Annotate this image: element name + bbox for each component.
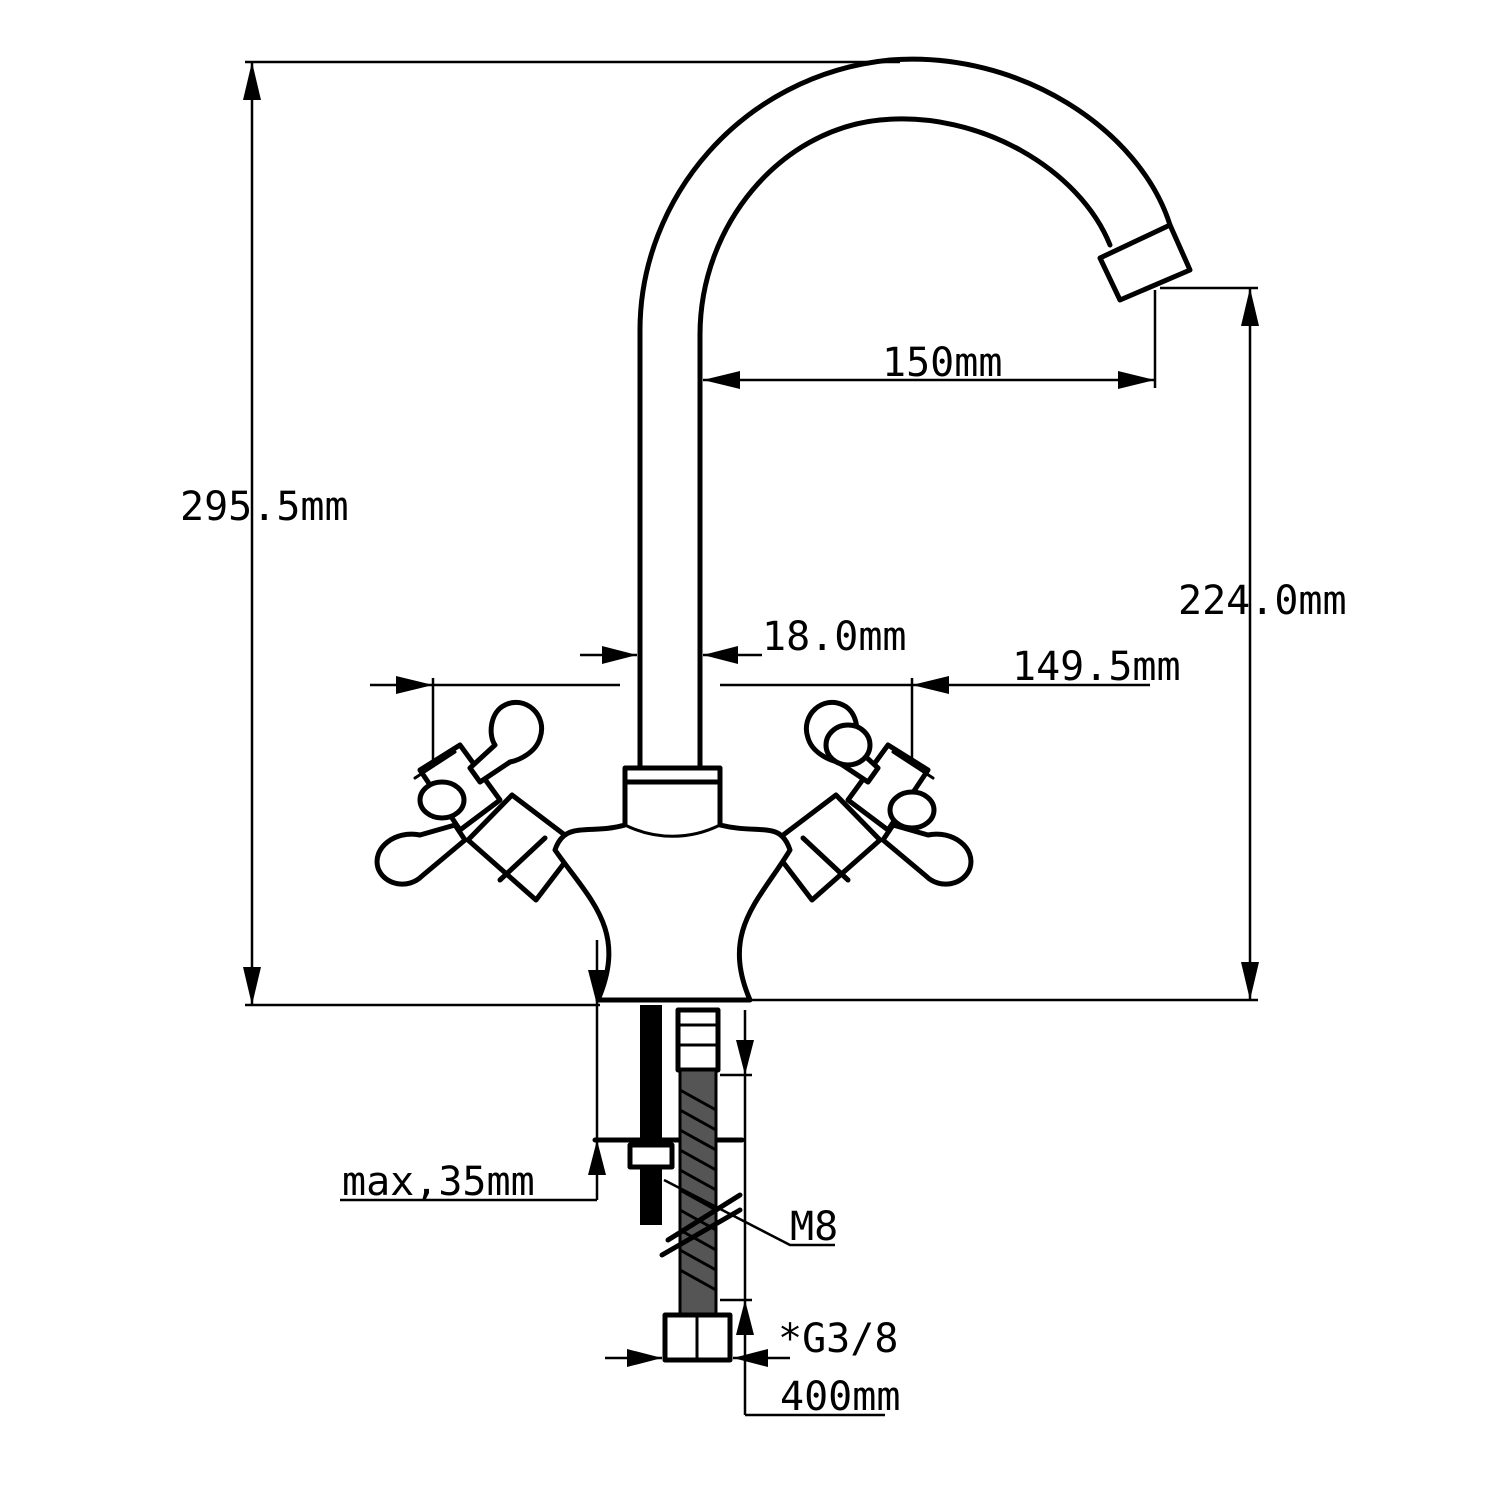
- hose-top-connector: [675, 1007, 721, 1073]
- mounting-nut: [627, 1142, 675, 1170]
- label-hose-connection: *G3/8: [778, 1316, 898, 1362]
- right-valve-ring: [800, 835, 851, 883]
- left-valve-ring: [497, 835, 548, 883]
- dimension-spout-reach: [703, 290, 1157, 389]
- label-spout-height: 224.0mm: [1178, 578, 1347, 624]
- left-handle-knob: [417, 779, 467, 821]
- label-handle-span: 149.5mm: [1012, 644, 1181, 690]
- label-spout-diameter: 18.0mm: [762, 614, 907, 660]
- mounting-rod: [640, 1005, 662, 1225]
- spout-collar: [622, 765, 723, 785]
- aerator: [1097, 222, 1193, 303]
- dimension-hose-connection: [605, 1349, 790, 1367]
- break-mark: [659, 1192, 743, 1258]
- label-max-thickness: max,35mm: [342, 1159, 535, 1205]
- leader-m8: [663, 1178, 835, 1247]
- label-mounting-thread: M8: [790, 1204, 838, 1250]
- right-handle: [767, 699, 974, 903]
- label-total-height: 295.5mm: [180, 484, 349, 530]
- dimension-handle-span: [370, 676, 1150, 760]
- label-hose-length: 400mm: [780, 1374, 900, 1420]
- left-handle-arm-lower: [374, 822, 468, 887]
- spout: [637, 56, 1173, 778]
- dimension-spout-diameter: [580, 646, 762, 664]
- dimension-total-height: [243, 60, 900, 1007]
- left-handle: [374, 699, 581, 903]
- label-spout-reach: 150mm: [882, 340, 1002, 386]
- dimension-spout-height: [750, 286, 1259, 1002]
- dimension-hose-length: [720, 1010, 885, 1417]
- right-handle-knob-lower: [887, 789, 937, 831]
- right-handle-arm-lower: [880, 822, 974, 887]
- right-handle-knob-upper: [823, 722, 873, 768]
- dimension-max-thickness: [340, 940, 606, 1202]
- faucet-body: [552, 765, 793, 1003]
- left-handle-arm-upper: [467, 699, 545, 785]
